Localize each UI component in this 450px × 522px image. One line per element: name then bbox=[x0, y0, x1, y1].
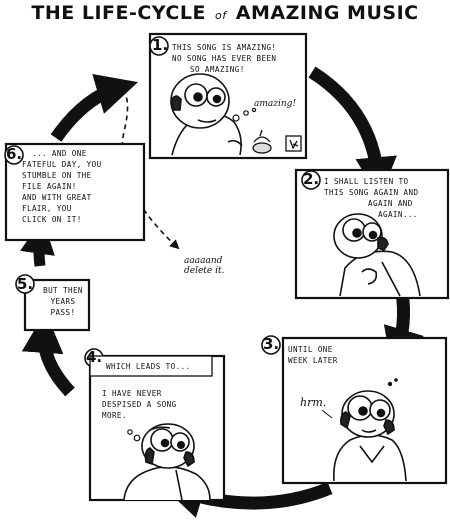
panel-3-caption-line: WEEK LATER bbox=[288, 356, 338, 365]
panel-6-caption-line: ... AND ONE bbox=[32, 149, 87, 158]
panel-3-caption: UNTIL ONE WEEK LATER bbox=[288, 344, 368, 366]
panel-4-body-line: I HAVE NEVER bbox=[102, 389, 162, 398]
panel-2-number: 2. bbox=[303, 170, 320, 188]
panel-2-caption-line: I SHALL LISTEN TO bbox=[324, 177, 409, 186]
panel-5-caption-line: PASS! bbox=[50, 308, 76, 317]
panel-2-caption-line: THIS SONG AGAIN AND bbox=[324, 188, 419, 197]
panel-1-caption: THIS SONG IS AMAZING! NO SONG HAS EVER B… bbox=[172, 42, 302, 75]
panel-6-frame bbox=[4, 142, 146, 242]
panel-2-character bbox=[333, 213, 421, 297]
panel-5-caption: BUT THEN YEARS PASS! bbox=[38, 285, 88, 318]
panel-5-number: 5. bbox=[17, 275, 34, 293]
panel-1-caption-line: SO AMAZING! bbox=[190, 65, 245, 74]
arrow-1-to-2 bbox=[308, 66, 397, 199]
panel-2-caption-line: AGAIN AND bbox=[368, 199, 413, 208]
center-note-line: aaaaand bbox=[184, 256, 223, 266]
panel-2-caption: I SHALL LISTEN TO THIS SONG AGAIN AND AG… bbox=[324, 176, 444, 220]
panel-1-caption-line: NO SONG HAS EVER BEEN bbox=[172, 54, 277, 63]
panel-1-thought-bubbles bbox=[232, 107, 257, 122]
panel-4 bbox=[84, 348, 226, 502]
panel-6-caption-line: FILE AGAIN! bbox=[22, 182, 77, 191]
panel-4-body-text: I HAVE NEVER DESPISED A SONG MORE. bbox=[102, 388, 220, 421]
panel-1-number-circle bbox=[149, 36, 169, 56]
panel-6-caption-line: FATEFUL DAY, YOU bbox=[22, 160, 102, 169]
arrow-6-to-1 bbox=[50, 73, 138, 142]
arrow-4-to-5 bbox=[21, 311, 75, 397]
panel-2 bbox=[294, 168, 450, 300]
panel-2-number-circle bbox=[301, 170, 321, 190]
panel-5-number-circle bbox=[15, 274, 35, 294]
panel-2-caption-line: AGAIN... bbox=[378, 210, 418, 219]
panel-4-body-line: DESPISED A SONG bbox=[102, 400, 177, 409]
panel-6-number: 6. bbox=[6, 145, 23, 163]
panel-3-number: 3. bbox=[263, 335, 280, 353]
panel-4-caption-box bbox=[89, 355, 213, 377]
panel-1-thought-text: amazing! bbox=[254, 99, 297, 109]
panel-1-character bbox=[170, 73, 243, 156]
panel-1 bbox=[148, 32, 308, 160]
panel-4-number: 4. bbox=[86, 348, 103, 366]
panel-6-caption-line: FLAIR, YOU bbox=[22, 204, 72, 213]
dashed-arrow-center bbox=[121, 89, 180, 250]
title-part-1: THE LIFE-CYCLE bbox=[31, 2, 206, 24]
panel-3-speech-text: hrm. bbox=[300, 396, 327, 409]
panel-6-caption-line: CLICK ON IT! bbox=[22, 215, 82, 224]
panel-5-caption-line: BUT THEN bbox=[43, 286, 83, 295]
panel-5-frame bbox=[23, 278, 91, 332]
comic-title: THE LIFE-CYCLE of AMAZING MUSIC bbox=[0, 2, 450, 24]
panel-6-number-circle bbox=[4, 145, 24, 165]
panel-3-character bbox=[333, 378, 407, 482]
center-note: aaaaand delete it. bbox=[184, 256, 224, 276]
panel-3-caption-line: UNTIL ONE bbox=[288, 345, 333, 354]
panel-3 bbox=[261, 335, 448, 485]
panel-5-caption-line: YEARS bbox=[50, 297, 76, 306]
panel-4-character bbox=[123, 423, 211, 501]
panel-6-caption-line: AND WITH GREAT bbox=[22, 193, 92, 202]
center-note-line: delete it. bbox=[184, 266, 225, 276]
title-of: of bbox=[215, 9, 227, 22]
panel-5 bbox=[15, 274, 91, 332]
panel-1-caption-line: THIS SONG IS AMAZING! bbox=[172, 43, 277, 52]
panel-1-signature-box bbox=[285, 135, 302, 152]
panel-4-caption: WHICH LEADS TO... bbox=[106, 361, 216, 372]
panel-3-speech-tail bbox=[321, 409, 333, 419]
panel-6-caption-line: STUMBLE ON THE bbox=[22, 171, 92, 180]
panel-4-body-line: MORE. bbox=[102, 411, 127, 420]
panel-3-number-circle bbox=[261, 335, 281, 355]
panel-4-caption-line: WHICH LEADS TO... bbox=[106, 362, 191, 371]
panel-6-caption: ... AND ONE FATEFUL DAY, YOU STUMBLE ON … bbox=[22, 148, 142, 225]
panel-1-number: 1. bbox=[152, 36, 169, 54]
panel-1-doodle bbox=[252, 129, 272, 154]
panel-6 bbox=[4, 142, 146, 242]
title-part-2: AMAZING MUSIC bbox=[235, 2, 419, 24]
